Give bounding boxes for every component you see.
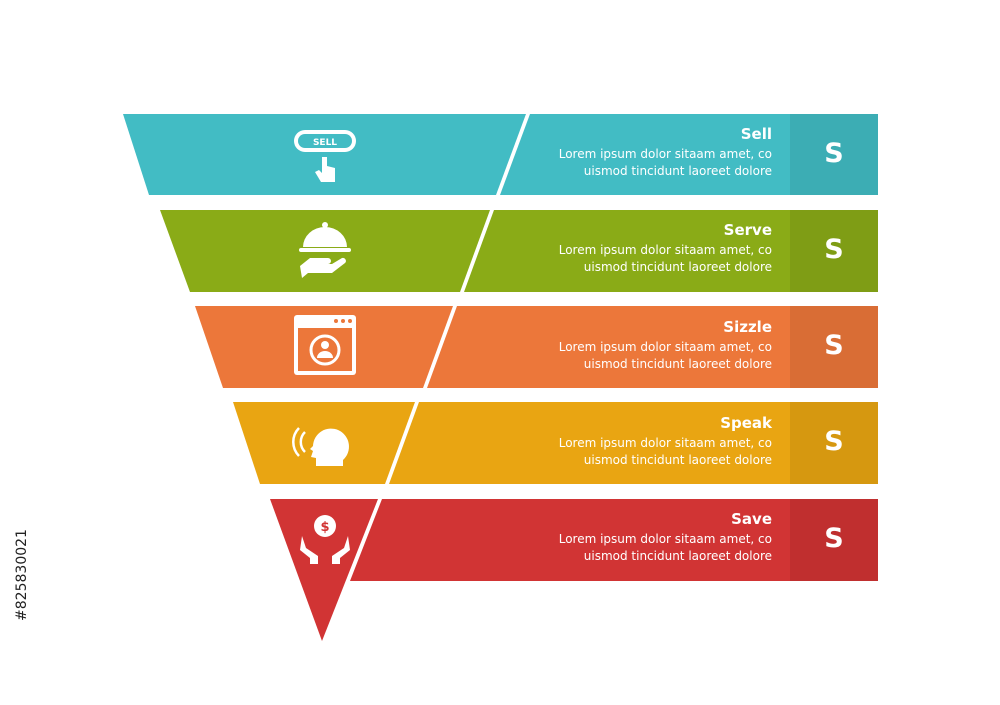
browser-profile-icon xyxy=(294,315,356,375)
step-save: $ xyxy=(270,499,878,641)
step-body-line: uismod tincidunt laoreet dolore xyxy=(583,260,772,274)
step-body-line: uismod tincidunt laoreet dolore xyxy=(583,453,772,467)
sell-icon-label: SELL xyxy=(313,138,337,148)
step-letter-speak: S xyxy=(824,426,844,457)
step-body-line: Lorem ipsum dolor sitaam amet, co xyxy=(558,243,772,257)
step-sizzle xyxy=(195,306,878,388)
hands-coin-icon: $ xyxy=(300,515,350,564)
step-letter-serve: S xyxy=(824,234,844,265)
step-sell: SELL xyxy=(123,114,878,195)
text-band-save xyxy=(350,499,878,581)
step-title: Speak xyxy=(720,414,772,432)
sell-button-icon: SELL xyxy=(294,130,356,182)
letter-panel-speak xyxy=(790,402,878,484)
step-body-line: Lorem ipsum dolor sitaam amet, co xyxy=(558,147,772,161)
letter-panel-sell xyxy=(790,114,878,195)
funnel-segment-save xyxy=(270,499,378,641)
svg-text:$: $ xyxy=(320,520,329,535)
step-text-serve: Serve Lorem ipsum dolor sitaam amet, co … xyxy=(472,221,772,276)
text-band-sell xyxy=(500,114,878,195)
text-band-sizzle xyxy=(427,306,878,388)
step-body-line: Lorem ipsum dolor sitaam amet, co xyxy=(558,340,772,354)
step-text-speak: Speak Lorem ipsum dolor sitaam amet, co … xyxy=(472,414,772,469)
step-text-save: Save Lorem ipsum dolor sitaam amet, co u… xyxy=(472,510,772,565)
text-band-speak xyxy=(389,402,878,484)
step-letter-save: S xyxy=(824,523,844,554)
step-body-line: uismod tincidunt laoreet dolore xyxy=(583,549,772,563)
step-body-line: uismod tincidunt laoreet dolore xyxy=(583,357,772,371)
step-text-sizzle: Sizzle Lorem ipsum dolor sitaam amet, co… xyxy=(472,318,772,373)
step-serve xyxy=(160,210,878,292)
stock-id-text: #825830021 xyxy=(14,529,30,621)
stock-id-label: #825830021 xyxy=(12,470,32,680)
step-title: Save xyxy=(731,510,772,528)
step-letter-sell: S xyxy=(824,138,844,169)
letter-panel-serve xyxy=(790,210,878,292)
serving-tray-icon xyxy=(299,222,351,278)
step-speak xyxy=(233,402,878,484)
step-body-line: Lorem ipsum dolor sitaam amet, co xyxy=(558,436,772,450)
step-body-line: uismod tincidunt laoreet dolore xyxy=(583,164,772,178)
step-title: Sizzle xyxy=(723,318,772,336)
letter-panel-sizzle xyxy=(790,306,878,388)
step-body-line: Lorem ipsum dolor sitaam amet, co xyxy=(558,532,772,546)
step-text-sell: Sell Lorem ipsum dolor sitaam amet, co u… xyxy=(472,125,772,180)
step-title: Sell xyxy=(740,125,772,143)
funnel-segment-sell xyxy=(123,114,526,195)
letter-panel-save xyxy=(790,499,878,581)
step-title: Serve xyxy=(723,221,772,239)
step-letter-sizzle: S xyxy=(824,330,844,361)
text-band-serve xyxy=(464,210,878,292)
speaking-head-icon xyxy=(292,427,349,466)
